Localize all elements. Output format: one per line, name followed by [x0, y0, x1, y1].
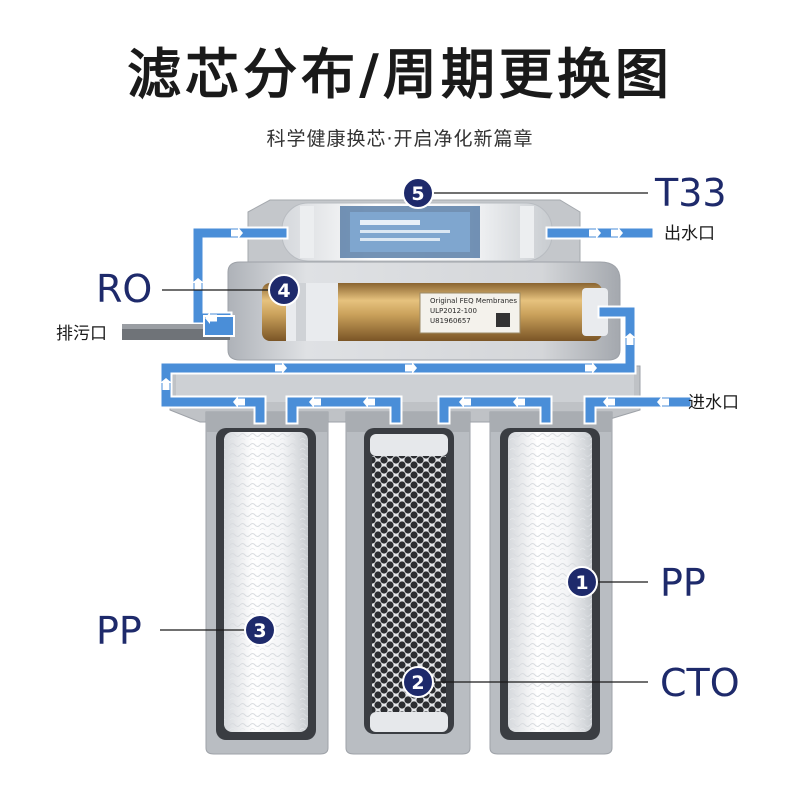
badge-3-number: 3	[253, 620, 266, 642]
flow-pipes	[159, 226, 693, 425]
label-outlet: 出水口	[664, 224, 715, 244]
label-t33: T33	[654, 171, 727, 215]
badge-2-number: 2	[411, 672, 424, 694]
badge-1-number: 1	[575, 572, 588, 594]
label-cto: CTO	[660, 661, 740, 705]
label-ro: RO	[96, 267, 152, 311]
membrane-serial: U81960657	[430, 317, 471, 325]
membrane-model: ULP2012-100	[430, 307, 477, 315]
page-title: 滤芯分布/周期更换图	[127, 43, 673, 106]
ro-membrane: Original FEQ Membranes ULP2012-100 U8196…	[262, 283, 608, 341]
cto-cartridge	[364, 428, 454, 734]
badge-2: 2	[402, 666, 434, 698]
label-pp-right: PP	[660, 561, 706, 605]
t33-cartridge	[281, 202, 553, 262]
drain-pipe	[122, 315, 235, 340]
membrane-line1: Original FEQ Membranes	[430, 297, 517, 305]
badge-4-number: 4	[277, 280, 290, 302]
badge-3: 3	[244, 614, 276, 646]
leader-lines	[160, 192, 648, 683]
label-pp-left: PP	[96, 609, 142, 653]
badge-1: 1	[566, 566, 598, 598]
badge-4: 4	[268, 274, 300, 306]
page-subtitle: 科学健康换芯·开启净化新篇章	[266, 128, 534, 150]
badge-5-number: 5	[411, 183, 424, 205]
pp-cartridge-right	[500, 428, 600, 740]
pp-cartridge-left	[216, 428, 316, 740]
label-drain: 排污口	[56, 324, 107, 344]
label-inlet: 进水口	[688, 393, 739, 413]
badge-5: 5	[402, 177, 434, 209]
